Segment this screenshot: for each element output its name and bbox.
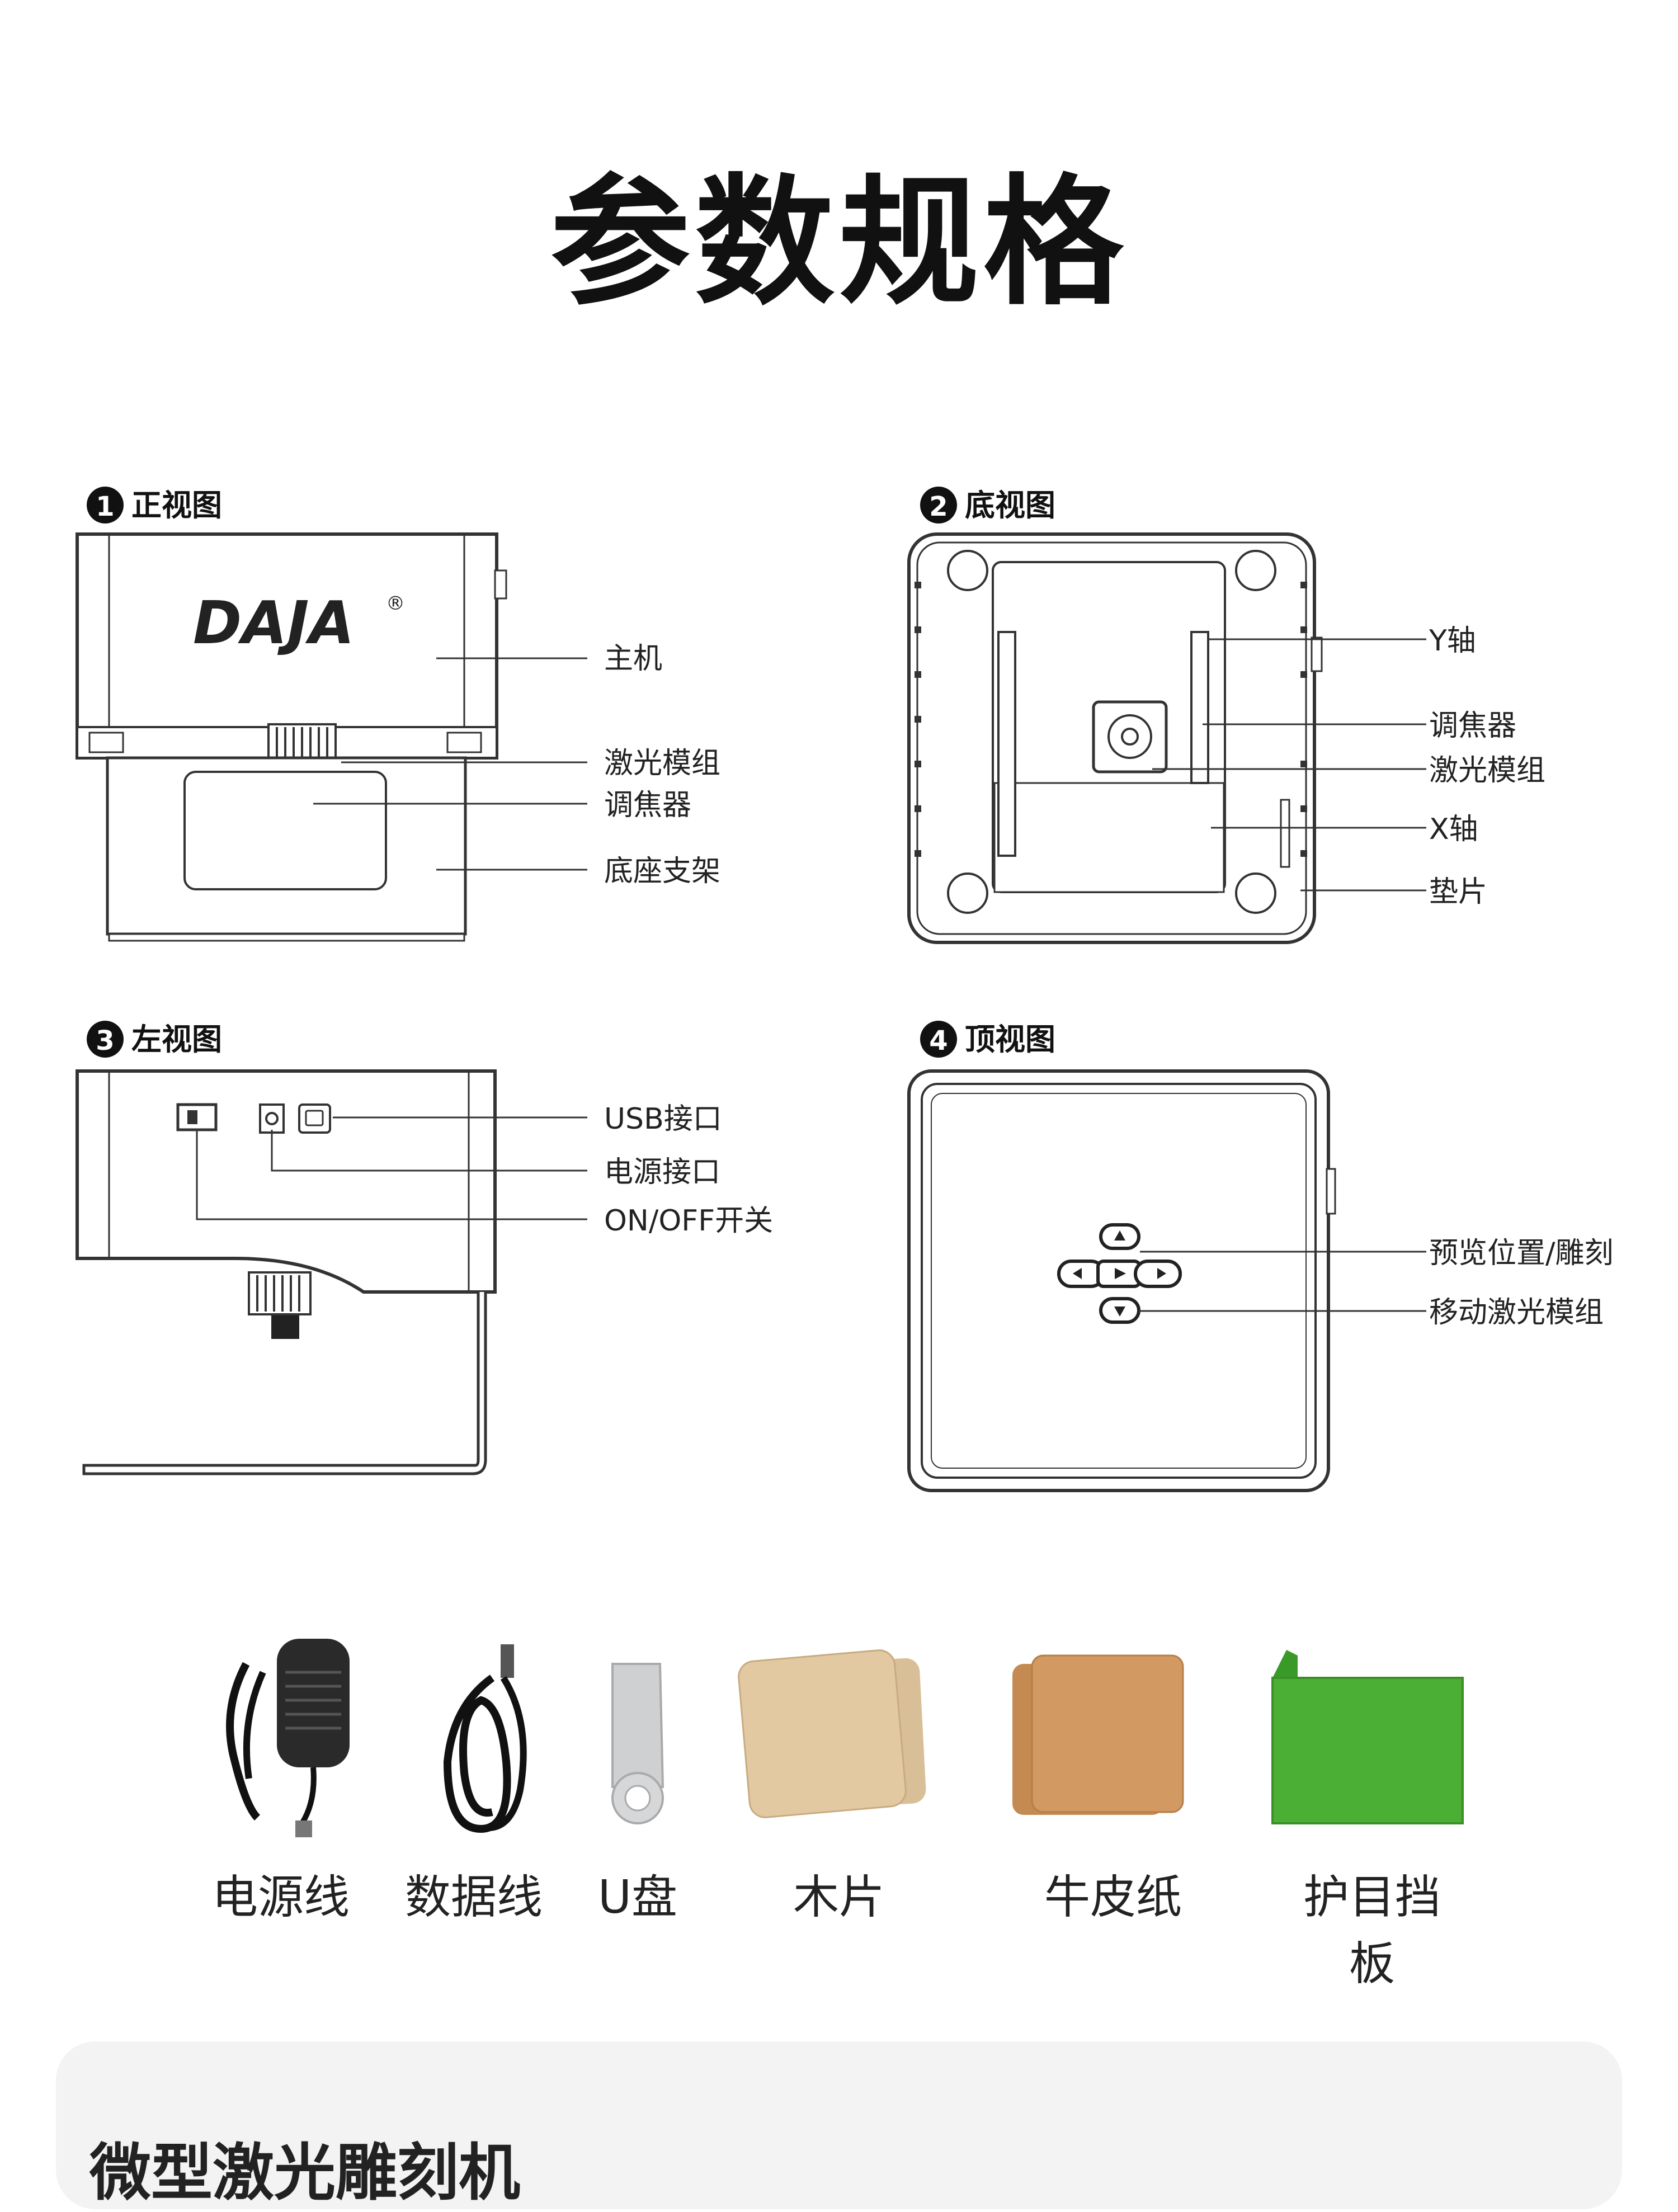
- accessory-label-kraft-paper: 牛皮纸: [1044, 1871, 1182, 1924]
- view-number-3: 3: [96, 1025, 114, 1057]
- accessory-label-wood: 木片: [793, 1871, 885, 1924]
- view-number-badge-3: [87, 1021, 124, 1058]
- accessory-label-eye-shield: 护目挡板: [1303, 1871, 1441, 1991]
- eye-shield-image: [1271, 1650, 1464, 1824]
- callout-onoff-switch: ON/OFF开关: [604, 1204, 773, 1238]
- view-title-top: 顶视图: [965, 1022, 1055, 1057]
- left-view: 3 左视图 USB接口 电源接口 ON/OFF开关: [76, 1021, 773, 1475]
- data-cable-image: [443, 1644, 527, 1833]
- callout-focuser-bottom: 调焦器: [1429, 709, 1516, 743]
- front-view: 1 正视图 DAJA ® 主机 激光: [76, 487, 720, 942]
- callout-preview-engrave: 预览位置/雕刻: [1429, 1237, 1614, 1270]
- callout-move-laser: 移动激光模组: [1429, 1296, 1604, 1329]
- registered-mark: ®: [386, 592, 405, 615]
- callout-focuser: 调焦器: [604, 789, 691, 822]
- left-stand: [82, 1292, 487, 1475]
- callout-usb-port: USB接口: [604, 1102, 722, 1136]
- callout-y-axis: Y轴: [1429, 624, 1476, 658]
- callout-base-stand: 底座支架: [604, 855, 720, 888]
- kraft-paper-image: [1012, 1654, 1184, 1815]
- view-number-2: 2: [929, 491, 948, 522]
- callout-main-unit: 主机: [604, 642, 662, 676]
- y-axis-rail-left: [997, 631, 1016, 857]
- top-control-arrows: [1073, 1230, 1166, 1317]
- view-number-badge-1: [87, 487, 124, 523]
- callout-laser-module-bottom: 激光模组: [1429, 754, 1545, 787]
- view-title-bottom: 底视图: [965, 488, 1055, 523]
- view-title-front: 正视图: [131, 488, 222, 523]
- page-title: 参数规格: [550, 161, 1128, 324]
- spec-diagrams: 1 正视图 DAJA ® 主机 激光: [76, 487, 1614, 1837]
- accessory-label-usb-drive: U盘: [597, 1871, 678, 1924]
- callout-x-axis: X轴: [1429, 813, 1478, 846]
- view-number-badge-4: [920, 1021, 957, 1058]
- left-body: [76, 1069, 497, 1294]
- brand-logo: DAJA: [193, 589, 355, 657]
- front-main-body: [76, 532, 498, 760]
- power-adapter-image: [226, 1639, 350, 1837]
- wood-pieces-image: [738, 1649, 926, 1818]
- next-section-heading: 微型激光雕刻机: [89, 2137, 520, 2209]
- callout-power-port: 电源接口: [604, 1155, 720, 1189]
- view-title-left: 左视图: [131, 1022, 222, 1057]
- top-view: 4 顶视图 预览位置/雕刻 移动激光模组: [907, 1021, 1614, 1492]
- accessory-label-data-cable: 数据线: [404, 1871, 543, 1924]
- bottom-view: 2 底视图 Y轴: [907, 487, 1545, 944]
- view-number-badge-2: [920, 487, 957, 523]
- view-number-4: 4: [929, 1025, 948, 1057]
- view-number-1: 1: [96, 491, 114, 522]
- y-axis-rail-right: [1190, 631, 1209, 784]
- accessory-label-power-cord: 电源线: [211, 1871, 350, 1924]
- callout-laser-module: 激光模组: [604, 747, 720, 780]
- callout-spacer: 垫片: [1429, 875, 1487, 909]
- usb-drive-image: [611, 1663, 664, 1824]
